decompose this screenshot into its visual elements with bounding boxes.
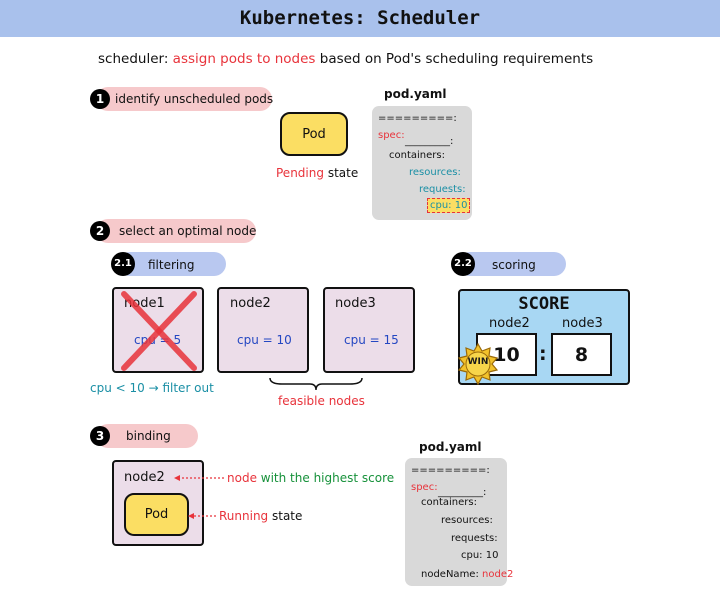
pending-pod-label: Pod [302,126,326,142]
node3-name: node3 [335,296,376,311]
feasible-label: feasible nodes [278,394,365,408]
step21-label: filtering [148,258,195,272]
yaml2-line1: =========: [411,465,490,476]
step3-label: binding [126,429,171,443]
note-running-state: Running state [219,509,302,523]
step1-number: 1 [90,89,110,109]
running-word: Running [219,509,269,523]
step22-pill [458,252,566,276]
step22-label: scoring [492,258,536,272]
yaml2-nodename-key: nodeName: [421,569,479,580]
feasible-brace-icon [269,377,363,391]
yaml2-spec: spec: [411,482,438,493]
score-node-b: node3 [562,316,603,331]
node3-cpu: cpu = 15 [344,333,399,347]
note-highest-text: with the highest score [260,471,395,485]
step2-label: select an optimal node [119,224,257,238]
win-badge-label: WIN [467,357,489,367]
note-node-word: node [227,471,257,485]
step1-pill [96,87,272,111]
yaml1-spec: spec: [378,130,405,141]
node2-name: node2 [230,296,271,311]
step1-label: identify unscheduled pods [115,92,274,106]
yaml1-resources: resources: [409,167,461,178]
subtitle: scheduler: assign pods to nodes based on… [98,51,593,67]
yaml1-requests: requests: [419,184,466,195]
yaml1-cpu: cpu: 10 [427,198,471,213]
binding-node-name: node2 [124,470,165,485]
yaml2-resources: resources: [441,515,493,526]
step21-number: 2.1 [111,252,135,276]
page-title: Kubernetes: Scheduler [239,7,481,29]
step22-number: 2.2 [451,252,475,276]
step2-pill [96,219,256,243]
pending-pod: Pod [280,112,348,156]
running-pod-label: Pod [144,507,169,522]
node3-box [323,287,415,373]
score-value-b: 8 [551,333,612,376]
filter-note: cpu < 10 → filter out [90,381,214,395]
score-separator: : [539,343,547,365]
yaml2-requests: requests: [451,533,498,544]
subtitle-highlight: assign pods to nodes [172,51,316,67]
yaml2-cpu: cpu: 10 [461,550,499,561]
subtitle-prefix: scheduler: [98,51,169,67]
title-bar [0,0,720,37]
yaml2-line2: _________: [438,487,487,498]
pending-state-suffix: state [327,166,359,180]
node2-box [217,287,309,373]
running-pod: Pod [124,493,189,536]
yaml1-filename: pod.yaml [384,87,447,101]
yaml1-line2: _________: [405,136,454,147]
running-state-suffix: state [272,509,303,523]
win-badge-icon [457,343,499,385]
step3-pill [96,424,198,448]
node2-cpu: cpu = 10 [237,333,292,347]
yaml2-panel [405,458,507,586]
yaml1-line1: =========: [378,113,457,124]
step2-number: 2 [90,221,110,241]
pending-state: Pending state [276,166,358,180]
score-title: SCORE [518,294,570,314]
pending-word: Pending [276,166,324,180]
note-highest-score: node with the highest score [227,471,394,485]
yaml1-containers: containers: [389,150,445,161]
yaml2-filename: pod.yaml [419,440,482,454]
step3-number: 3 [90,426,110,446]
annotation-arrows [174,475,224,519]
yaml2-nodename-value: node2 [482,569,514,580]
yaml2-nodename: nodeName: node2 [421,569,513,580]
score-node-a: node2 [489,316,530,331]
step21-pill [118,252,226,276]
filtered-out-cross-icon [121,291,197,371]
subtitle-suffix: based on Pod's scheduling requirements [319,51,594,67]
yaml2-containers: containers: [421,497,477,508]
